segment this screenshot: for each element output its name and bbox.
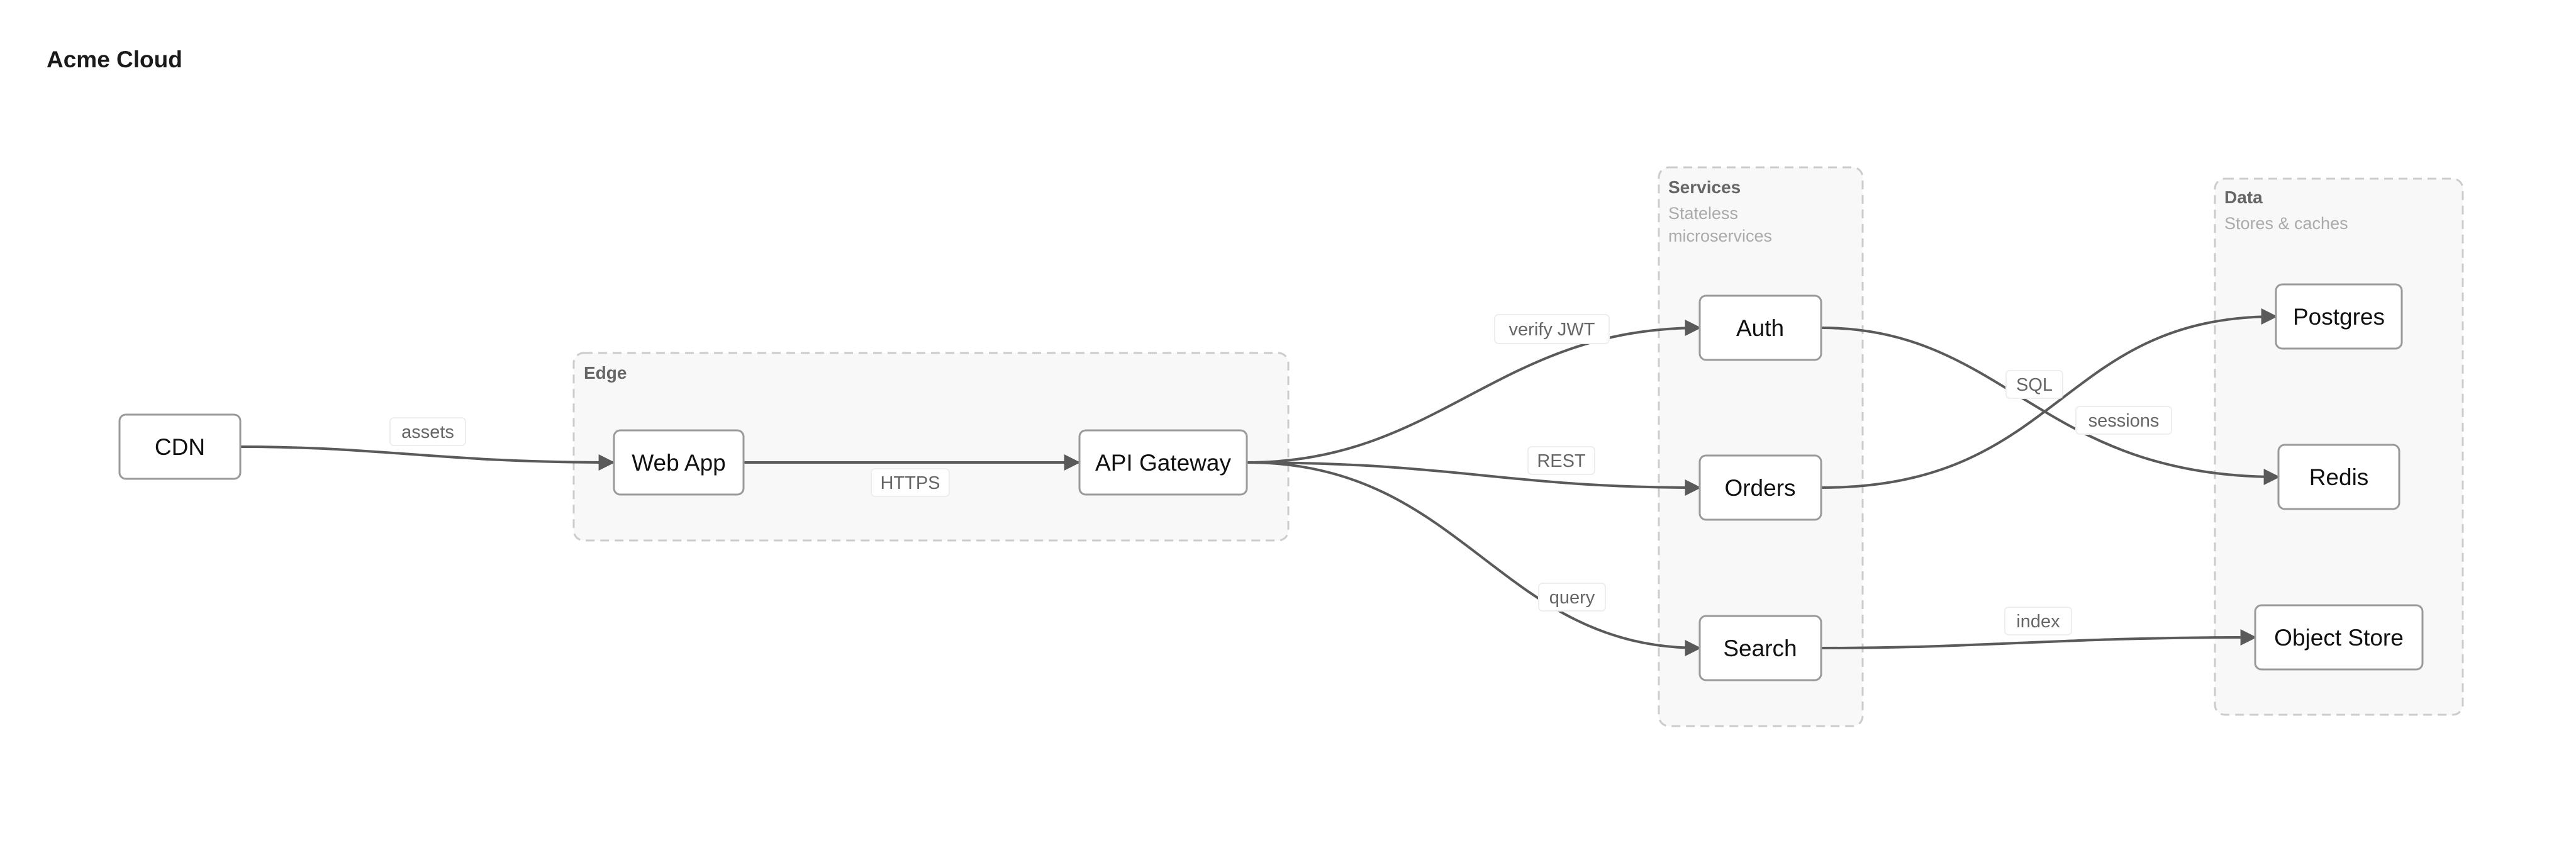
svg-text:Object Store: Object Store <box>2274 625 2404 651</box>
group-data-title: Data <box>2224 187 2263 207</box>
edges <box>240 308 2280 656</box>
node-auth[interactable]: Auth <box>1698 294 1822 361</box>
group-services-title: Services <box>1668 177 1741 197</box>
svg-text:sessions: sessions <box>2088 411 2160 431</box>
svg-text:SQL: SQL <box>2016 375 2053 395</box>
edge-cdn-webapp <box>240 445 615 471</box>
svg-text:Orders: Orders <box>1724 475 1795 501</box>
edge-label-sql: SQL <box>2005 370 2063 399</box>
node-cdn[interactable]: CDN <box>118 413 242 480</box>
edge-auth-redis <box>1820 327 2280 485</box>
page-title: Acme Cloud <box>47 47 182 72</box>
svg-text:Search: Search <box>1723 635 1797 661</box>
edge-label-https: HTTPS <box>871 468 950 497</box>
svg-text:Postgres: Postgres <box>2293 304 2385 330</box>
node-redis[interactable]: Redis <box>2277 444 2400 510</box>
node-orders[interactable]: Orders <box>1698 454 1822 521</box>
edge-label-query: query <box>1538 583 1606 612</box>
edge-orders-postgres <box>1820 308 2278 489</box>
svg-text:API Gateway: API Gateway <box>1095 450 1231 476</box>
edge-search-objectstore <box>1820 629 2257 649</box>
svg-text:Redis: Redis <box>2309 464 2369 490</box>
group-edge-title: Edge <box>584 363 627 383</box>
node-postgres[interactable]: Postgres <box>2275 283 2403 350</box>
node-object-store[interactable]: Object Store <box>2254 604 2424 671</box>
svg-text:verify JWT: verify JWT <box>1509 320 1595 340</box>
edge-gateway-orders <box>1246 461 1702 496</box>
edge-gateway-search <box>1246 461 1702 656</box>
edge-label-assets: assets <box>389 417 466 446</box>
svg-text:HTTPS: HTTPS <box>880 473 940 493</box>
node-web-app[interactable]: Web App <box>613 429 745 496</box>
edge-label-index: index <box>2004 607 2072 635</box>
svg-text:CDN: CDN <box>155 434 205 460</box>
node-api-gateway[interactable]: API Gateway <box>1078 429 1248 496</box>
edge-gateway-auth <box>1246 320 1702 464</box>
svg-text:Auth: Auth <box>1736 315 1784 341</box>
edge-label-verify-jwt: verify JWT <box>1494 314 1610 344</box>
group-services-subtitle-2: microservices <box>1668 227 1772 245</box>
edge-label-sessions: sessions <box>2075 406 2172 435</box>
svg-text:query: query <box>1549 588 1595 608</box>
svg-text:REST: REST <box>1537 451 1586 471</box>
svg-text:Web App: Web App <box>632 450 725 476</box>
group-services-subtitle-1: Stateless <box>1668 204 1738 223</box>
svg-text:index: index <box>2016 612 2060 632</box>
group-data-subtitle: Stores & caches <box>2224 214 2348 233</box>
node-search[interactable]: Search <box>1698 615 1822 681</box>
svg-text:assets: assets <box>401 422 454 442</box>
edge-label-rest: REST <box>1527 446 1595 475</box>
